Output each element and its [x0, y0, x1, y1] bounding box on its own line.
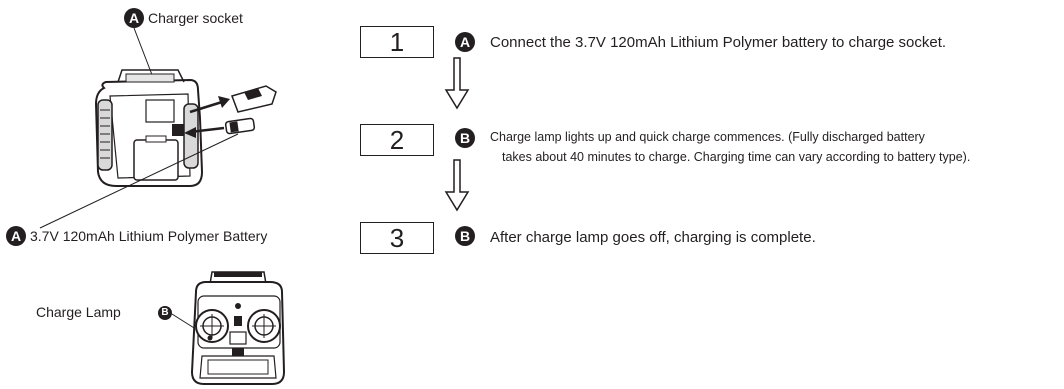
step-2-badge: B [455, 128, 475, 148]
step-3-text: After charge lamp goes off, charging is … [490, 229, 816, 246]
step-1-text: Connect the 3.7V 120mAh Lithium Polymer … [490, 34, 947, 51]
step-2-text-line-1: Charge lamp lights up and quick charge c… [490, 130, 925, 144]
step-3-number: 3 [360, 222, 434, 254]
step-1-number: 1 [360, 26, 434, 58]
transmitter-back-illustration [39, 27, 277, 229]
step-flow-arrows [444, 57, 470, 212]
step-2-text-line-2: takes about 40 minutes to charge. Chargi… [502, 150, 971, 164]
charger-socket-label: Charger socket [148, 10, 243, 26]
battery-label: 3.7V 120mAh Lithium Polymer Battery [30, 228, 268, 244]
step-2-number: 2 [360, 124, 434, 156]
battery-badge: A [6, 226, 26, 246]
charge-lamp-label: Charge Lamp [36, 304, 121, 320]
step-3-badge: B [455, 226, 475, 246]
charger-socket-badge: A [124, 8, 144, 28]
step-1-badge: A [455, 32, 475, 52]
charge-lamp-badge: B [158, 306, 172, 320]
transmitter-front-illustration [171, 271, 286, 385]
